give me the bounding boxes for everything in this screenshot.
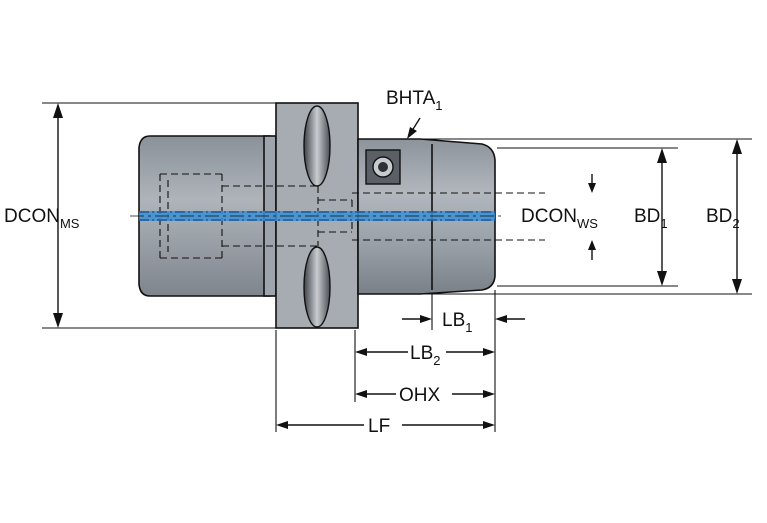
dimension-dcon-ws xyxy=(588,174,596,260)
label-lb2: LB2 xyxy=(410,343,440,368)
label-dcon-ws: DCONWS xyxy=(521,206,598,231)
tool-holder-body xyxy=(130,102,545,329)
label-lb1: LB1 xyxy=(442,310,472,335)
label-lf: LF xyxy=(368,416,390,437)
hidden-lines xyxy=(159,173,545,259)
label-bd1: BD1 xyxy=(634,206,668,231)
extension-lines xyxy=(42,102,752,432)
dimension-lf xyxy=(276,421,495,429)
dimension-dcon-ms xyxy=(53,103,63,328)
label-ohx: OHX xyxy=(399,385,441,406)
dimension-ohx xyxy=(355,390,495,398)
dimension-bd2 xyxy=(732,139,742,294)
label-bhta1: BHTA1 xyxy=(386,88,443,113)
screw-icon xyxy=(365,149,401,185)
coolant-channel xyxy=(130,211,505,221)
dimension-lb1 xyxy=(402,315,525,323)
dimension-lb2 xyxy=(355,348,495,356)
dimension-bhta1 xyxy=(407,117,421,139)
dimension-bd1 xyxy=(657,148,667,286)
label-bd2: BD2 xyxy=(706,206,740,231)
label-dcon-ms: DCONMS xyxy=(4,206,80,231)
drive-slot-icon xyxy=(303,105,331,328)
